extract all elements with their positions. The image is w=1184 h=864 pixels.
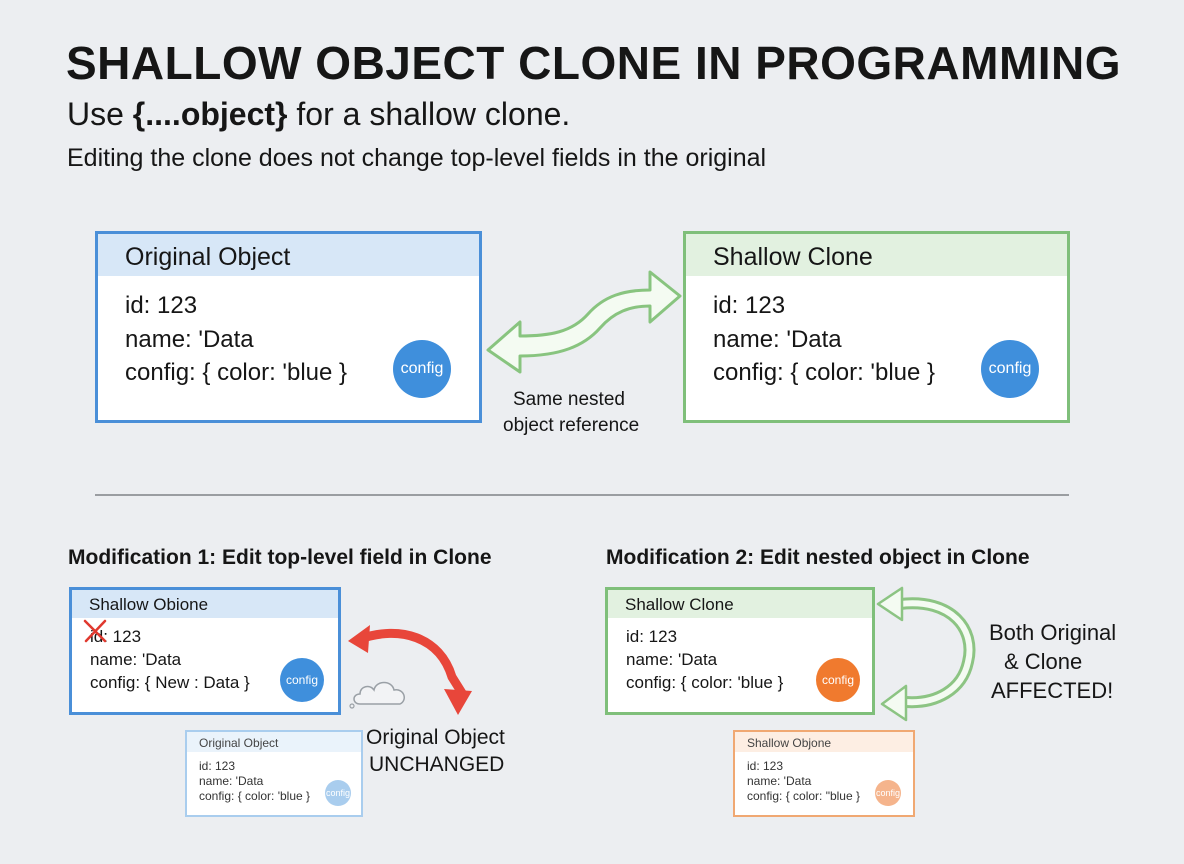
page-title: SHALLOW OBJECT CLONE IN PROGRAMMING [66, 37, 1122, 89]
field-name: name: 'Data [713, 326, 842, 353]
box-header: Original Object [98, 234, 479, 276]
mod2-clone-box: Shallow Clone id: 123 name: 'Data config… [605, 587, 875, 715]
box-title: Shallow Clone [713, 243, 873, 271]
box-header: Shallow Objone [735, 732, 913, 752]
mod2-label-line2: & Clone [1004, 649, 1083, 674]
config-circle: config [393, 340, 451, 398]
field-id: id: 123 [125, 292, 198, 319]
field-id: id: 123 [626, 627, 678, 646]
field-id: id: 123 [747, 759, 784, 773]
subtitle-secondary: Editing the clone does not change top-le… [67, 144, 767, 172]
swap-arrow-icon [486, 270, 682, 374]
mod2-heading: Modification 2: Edit nested object in Cl… [606, 546, 1030, 569]
field-name: name: 'Data [747, 774, 812, 788]
curved-green-arrow-icon [876, 586, 976, 722]
mod1-heading: Modification 1: Edit top-level field in … [68, 546, 492, 569]
field-config: config: { color: 'blue } [713, 359, 936, 386]
field-config: config: { color: 'blue } [626, 673, 784, 692]
subtitle-suffix: for a shallow clone. [287, 96, 571, 132]
arrow-label-line1: Same nested [513, 389, 625, 410]
box-header: Original Object [187, 732, 361, 752]
mod1-label-line1: Original Object [366, 726, 505, 749]
field-name: name: 'Data [199, 774, 264, 788]
field-id: id: 123 [199, 759, 236, 773]
box-header: Shallow Clone [686, 234, 1067, 276]
field-config: config: { color: 'blue } [125, 359, 348, 386]
box-header: Shallow Clone [608, 590, 872, 618]
section-divider [95, 494, 1069, 496]
mod2-label-line3: AFFECTED! [991, 678, 1114, 703]
arrow-label-line2: object reference [503, 415, 640, 436]
field-id: id: 123 [713, 292, 786, 319]
box-title: Shallow Clone [625, 595, 734, 614]
box-title: Shallow Obione [89, 595, 209, 614]
config-circle: config [981, 340, 1039, 398]
field-id: id: 123 [90, 627, 142, 646]
cloud-icon [349, 681, 405, 709]
mod1-original-box: Original Object id: 123 name: 'Data conf… [185, 730, 363, 817]
config-circle: config [325, 780, 351, 806]
subtitle-prefix: Use [67, 96, 133, 132]
mod1-label-line2: UNCHANGED [369, 753, 505, 776]
field-name: name: 'Data [90, 650, 182, 669]
config-circle: config [875, 780, 901, 806]
curved-red-arrow-icon [348, 625, 472, 715]
box-title: Original Object [199, 736, 279, 750]
box-title: Shallow Objone [747, 736, 832, 750]
subtitle-code: {....object} [132, 96, 288, 132]
shallow-clone-box: Shallow Clone id: 123 name: 'Data config… [683, 231, 1070, 423]
subtitle: Use {....object} for a shallow clone. [67, 96, 570, 133]
mod1-clone-box: Shallow Obione id: 123 name: 'Data confi… [69, 587, 341, 715]
config-circle: config [280, 658, 324, 702]
config-circle: config [816, 658, 860, 702]
mod2-original-box: Shallow Objone id: 123 name: 'Data confi… [733, 730, 915, 817]
field-config: config: { New : Data } [90, 673, 250, 692]
mod2-label-line1: Both Original [989, 620, 1117, 645]
field-config: config: { color: 'blue } [199, 789, 311, 803]
box-header: Shallow Obione [72, 590, 338, 618]
field-name: name: 'Data [626, 650, 718, 669]
box-title: Original Object [125, 243, 291, 271]
field-name: name: 'Data [125, 326, 254, 353]
original-object-box: Original Object id: 123 name: 'Data conf… [95, 231, 482, 423]
field-config: config: { color: "blue } [747, 789, 860, 803]
cross-mark-icon [83, 619, 107, 643]
